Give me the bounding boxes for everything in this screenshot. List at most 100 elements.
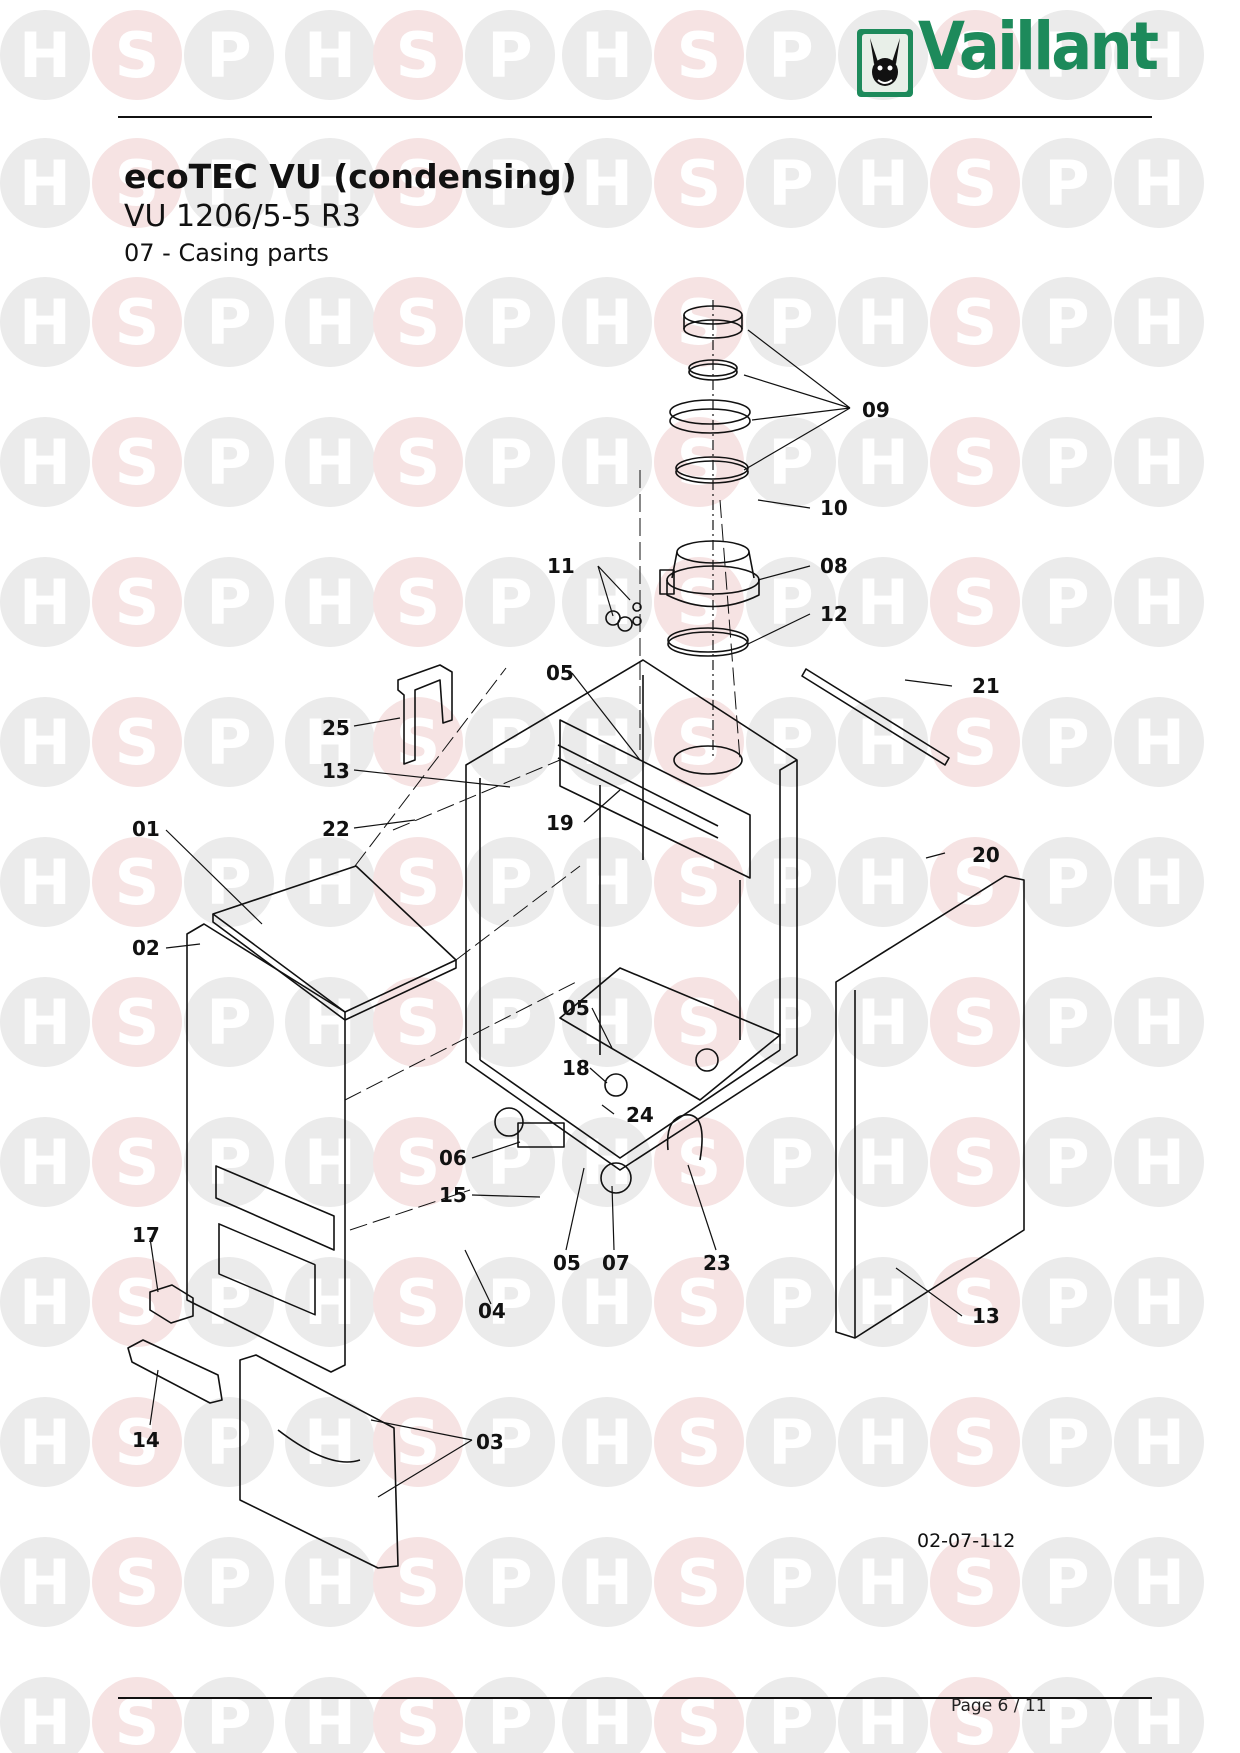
- watermark-letter: P: [206, 147, 251, 220]
- watermark-letter: P: [768, 286, 813, 359]
- watermark-circle: [746, 1537, 836, 1627]
- watermark-letter: P: [1044, 706, 1089, 779]
- casing-frame: [465, 659, 798, 1194]
- watermark-circle: [838, 277, 928, 367]
- watermark-circle: [285, 138, 375, 228]
- watermark-circle: [1022, 1397, 1112, 1487]
- watermark-circle: [1114, 10, 1204, 100]
- watermark-letter: H: [19, 426, 71, 499]
- watermark-circle: [838, 977, 928, 1067]
- watermark-letter: S: [396, 1126, 441, 1199]
- watermark-letter: H: [581, 286, 633, 359]
- watermark-circle: [838, 1397, 928, 1487]
- watermark-circle: [373, 557, 463, 647]
- bottom-cover: [239, 1354, 399, 1569]
- watermark-letter: P: [1044, 1546, 1089, 1619]
- watermark-letter: H: [304, 19, 356, 92]
- part-label-05: 05: [562, 996, 590, 1020]
- watermark-circle: [1114, 277, 1204, 367]
- watermark-circle: [654, 277, 744, 367]
- model-name: VU 1206/5-5 R3: [124, 199, 361, 234]
- watermark-circle: [746, 1397, 836, 1487]
- footer-rule: [118, 1697, 1152, 1699]
- watermark-circle: [1022, 837, 1112, 927]
- watermark-circle: [838, 417, 928, 507]
- watermark-circle: [838, 1677, 928, 1753]
- watermark-letter: S: [677, 1406, 722, 1479]
- watermark-letter: H: [304, 986, 356, 1059]
- watermark-circle: [184, 138, 274, 228]
- watermark-circle: [1114, 1537, 1204, 1627]
- watermark-circle: [562, 1537, 652, 1627]
- flue-adaptor: [659, 540, 760, 608]
- watermark-circle: [92, 10, 182, 100]
- watermark-letter: H: [581, 1126, 633, 1199]
- watermark-letter: H: [19, 1126, 71, 1199]
- watermark-letter: H: [304, 1266, 356, 1339]
- watermark-circle: [373, 1677, 463, 1753]
- watermark-circle: [930, 977, 1020, 1067]
- watermark-circle: [184, 1677, 274, 1753]
- watermark-letter: H: [304, 1126, 356, 1199]
- watermark-letter: P: [1044, 19, 1089, 92]
- watermark-letter: P: [487, 1406, 532, 1479]
- watermark-circle: [465, 837, 555, 927]
- page-number: Page 6 / 11: [951, 1696, 1047, 1716]
- watermark-letter: H: [581, 986, 633, 1059]
- watermark-circle: [0, 1117, 90, 1207]
- watermark-circle: [92, 1677, 182, 1753]
- watermark-circle: [92, 1397, 182, 1487]
- brand-name: Vaillant: [918, 8, 1159, 85]
- watermark-circle: [373, 1117, 463, 1207]
- drawing-number: 02-07-112: [917, 1530, 1016, 1552]
- watermark-circle: [465, 1397, 555, 1487]
- watermark-circle: [1022, 1537, 1112, 1627]
- watermark-circle: [838, 138, 928, 228]
- watermark-letter: P: [487, 1546, 532, 1619]
- part-label-15: 15: [439, 1183, 467, 1207]
- watermark-circle: [654, 1397, 744, 1487]
- watermark-letter: P: [1044, 986, 1089, 1059]
- watermark-circle: [92, 1117, 182, 1207]
- side-panel: [835, 875, 1025, 1339]
- watermark-letter: H: [1133, 566, 1185, 639]
- watermark-letter: H: [304, 566, 356, 639]
- watermark-circle: [285, 557, 375, 647]
- watermark-letter: S: [953, 1126, 998, 1199]
- watermark-letter: P: [1044, 286, 1089, 359]
- watermark-circle: [465, 1257, 555, 1347]
- watermark-letter: P: [1044, 1126, 1089, 1199]
- watermark-circle: [92, 557, 182, 647]
- watermark-letter: H: [581, 1546, 633, 1619]
- watermark-letter: S: [396, 286, 441, 359]
- watermark-letter: H: [1133, 846, 1185, 919]
- watermark-letter: P: [206, 1546, 251, 1619]
- watermark-circle: [930, 1257, 1020, 1347]
- watermark-circle: [1022, 1257, 1112, 1347]
- watermark-circle: [373, 1257, 463, 1347]
- watermark-circle: [1114, 1257, 1204, 1347]
- watermark-letter: H: [581, 566, 633, 639]
- watermark-circle: [930, 837, 1020, 927]
- watermark-letter: H: [581, 426, 633, 499]
- watermark-letter: S: [396, 1546, 441, 1619]
- watermark-circle: [562, 557, 652, 647]
- watermark-circle: [838, 1537, 928, 1627]
- part-label-01: 01: [132, 817, 160, 841]
- watermark-letter: S: [953, 706, 998, 779]
- watermark-circle: [92, 1257, 182, 1347]
- watermark-circle: [930, 277, 1020, 367]
- watermark-circle: [1022, 1677, 1112, 1753]
- part-label-21: 21: [972, 674, 1000, 698]
- watermark-circle: [92, 138, 182, 228]
- watermark-letter: H: [857, 706, 909, 779]
- watermark-letter: H: [19, 986, 71, 1059]
- watermark-letter: S: [953, 986, 998, 1059]
- watermark-letter: S: [396, 1406, 441, 1479]
- watermark-letter: H: [857, 1546, 909, 1619]
- part-label-23: 23: [703, 1251, 731, 1275]
- part-label-09: 09: [862, 398, 890, 422]
- watermark-circle: [562, 697, 652, 787]
- watermark-circle: [285, 417, 375, 507]
- watermark-circle: [1114, 977, 1204, 1067]
